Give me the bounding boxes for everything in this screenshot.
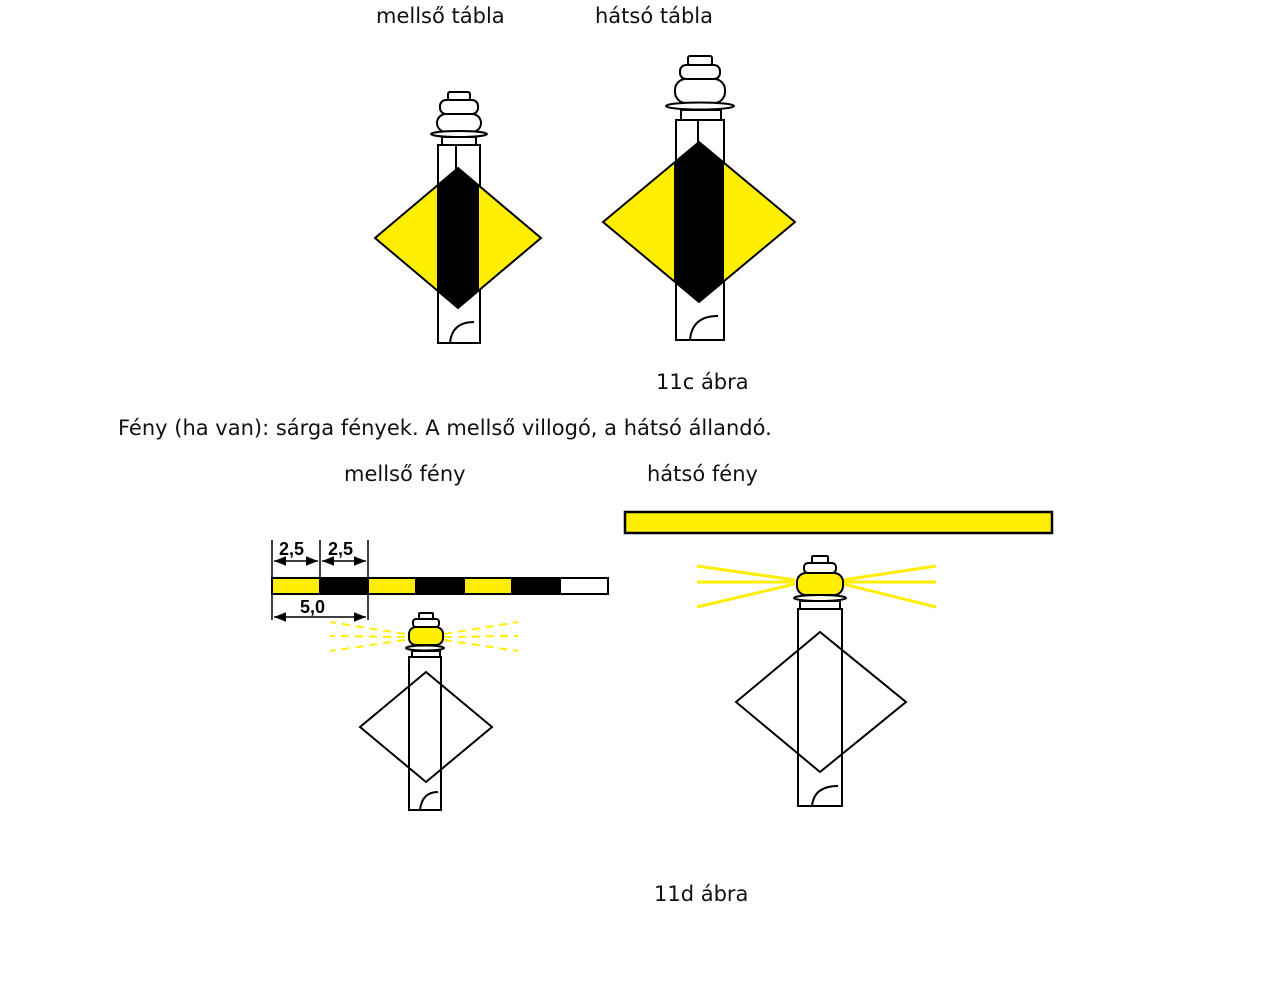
rear-light-diamond [734, 630, 908, 774]
figure-11c-caption: 11c ábra [656, 370, 749, 394]
rear-sign-label: hátsó tábla [595, 4, 714, 28]
rear-light-post [793, 555, 847, 807]
figure-11d-caption: 11d ábra [654, 882, 749, 906]
flashing-pattern-bar [271, 577, 609, 595]
front-sign-diamond [373, 166, 543, 310]
front-sign-label: mellső tábla [376, 4, 505, 28]
dimension-label-total: 5,0 [300, 597, 325, 617]
steady-light-rays [696, 564, 937, 609]
dimension-label-first: 2,5 [279, 539, 304, 559]
dimension-label-second: 2,5 [328, 539, 353, 559]
front-light-diamond [358, 670, 494, 784]
dimension-lines [271, 540, 369, 622]
light-description: Fény (ha van): sárga fények. A mellső vi… [118, 416, 772, 440]
steady-light-bar [623, 510, 1054, 535]
front-light-label: mellső fény [344, 462, 466, 486]
front-light-post [405, 612, 445, 811]
rear-sign-diamond [601, 140, 797, 304]
flashing-light-rays [329, 621, 519, 652]
rear-light-label: hátsó fény [647, 462, 758, 486]
